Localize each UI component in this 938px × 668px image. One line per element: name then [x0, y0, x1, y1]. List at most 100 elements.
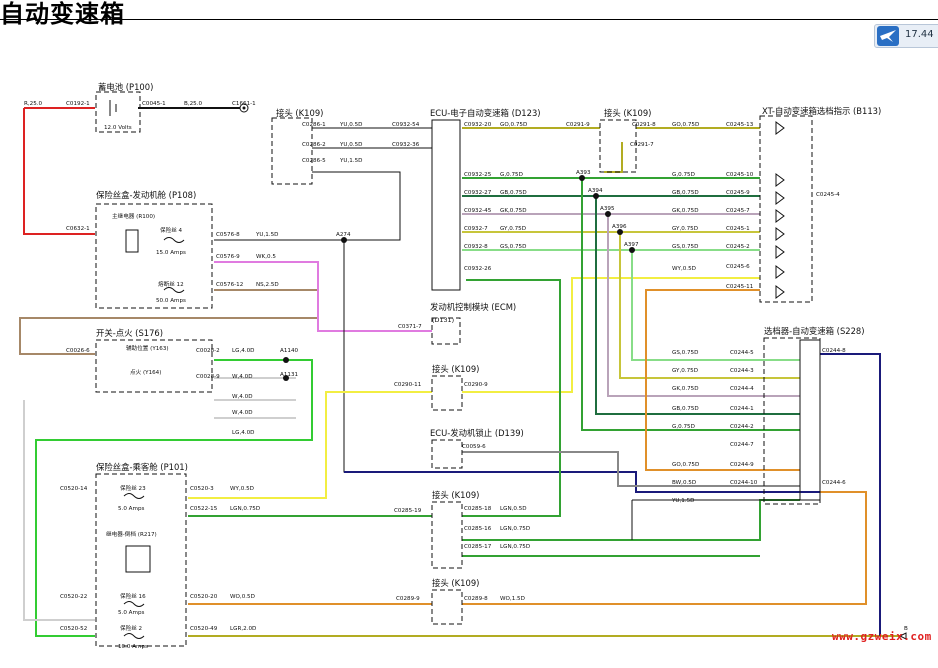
ecu-wire-g: G,0.75D [500, 172, 523, 178]
k109-top-pin3: C0286-5 [302, 158, 326, 164]
cabin-pin-c: C0522-15 [190, 506, 218, 512]
watermark: www.gzweix.com [832, 630, 932, 643]
wire-gs-down [631, 250, 800, 361]
node-a397: A397 [624, 242, 639, 248]
ind-pin-13: C0245-13 [726, 122, 754, 128]
fusebox-cabin-box [95, 473, 187, 647]
junction-dot [341, 237, 347, 243]
ecu-pin-36: C0932-36 [392, 142, 420, 148]
k109-top-wire1: YU,0.5D [339, 122, 363, 128]
reverse-relay-label: 继电器-倒档 (R217) [106, 530, 157, 538]
ignition-pin-out2: C0028-9 [196, 374, 220, 380]
ignition-title: 开关-点火 (S176) [96, 328, 163, 338]
sel-pin-7: C0244-7 [730, 442, 754, 448]
fusebox-pin-out1: C0576-8 [216, 232, 240, 238]
sel-pin-2: C0244-2 [730, 424, 754, 430]
k109-top-pin2: C0286-2 [302, 142, 326, 148]
junction-dot [283, 375, 289, 381]
ignition-wire3: W,4.0D [232, 394, 253, 400]
node-a274: A274 [336, 232, 351, 238]
arrow-icon [898, 632, 907, 640]
k109-mid-wire: GO,0.75D [672, 122, 699, 128]
immob-pin: C0059-6 [462, 444, 486, 450]
sel-wire-bw: BW,0.5D [672, 480, 696, 486]
ind-pin-9: C0245-9 [726, 190, 750, 196]
node-a395: A395 [600, 206, 615, 212]
ind-pin-2: C0245-2 [726, 244, 750, 250]
ind-wire-gy: GY,0.75D [672, 226, 698, 232]
ecm-pin: C0371-7 [398, 324, 422, 330]
wire-gk-down [607, 214, 800, 397]
fusebox-wire2: WK,0.5 [256, 254, 276, 260]
junction-dot [593, 193, 599, 199]
ind-pin-7: C0245-7 [726, 208, 750, 214]
k109-top-box [271, 117, 313, 185]
k109-top-wire2: YU,0.5D [339, 142, 363, 148]
wire-bright-green [35, 359, 313, 637]
fuse16-icon [123, 601, 145, 607]
k109-ecm-title: 接头 (K109) [432, 364, 479, 374]
k109-mid-box [599, 119, 637, 173]
fuse2-label: 保险丝 2 [120, 624, 142, 632]
k109-lower-title: 接头 (K109) [432, 490, 479, 500]
ignition-wire5: LG,4.0D [232, 430, 254, 436]
wire-yellow [188, 391, 432, 499]
k109-lower-pin1: C0285-18 [464, 506, 492, 512]
ground-icon [239, 103, 249, 113]
k109-bottom-pin-out: C0289-8 [464, 596, 488, 602]
k109-lower-pin-in: C0285-19 [394, 508, 422, 514]
k109-lower-wire3: LGN,0.75D [500, 544, 530, 550]
ground-dot [242, 106, 246, 110]
k109-lower-pin3: C0285-17 [464, 544, 492, 550]
fuse4-amps: 15.0 Amps [156, 250, 186, 256]
ind-pin-11: C0245-11 [726, 284, 754, 290]
wire-selector-blue [820, 353, 881, 636]
selector-box [799, 339, 821, 501]
k109-ecm-box [431, 375, 463, 411]
ecu-pin-20: C0932-20 [464, 122, 492, 128]
wire-brown [19, 289, 319, 355]
cabin-pin-f: C0520-52 [60, 626, 87, 632]
fusebox-engine-title: 保险丝盒-发动机舱 (P108) [96, 190, 196, 200]
sel-pin-4: C0244-4 [730, 386, 754, 392]
junction-dot [605, 211, 611, 217]
fusebox-cabin-title: 保险丝盒-乘客舱 (P101) [96, 462, 188, 472]
ind-wire-gb: GB,0.75D [672, 190, 699, 196]
sel-pin-10: C0244-10 [730, 480, 758, 486]
ecu-wire-gk: GK,0.75D [500, 208, 527, 214]
fuse12-amps: 50.0 Amps [156, 298, 186, 304]
ignition-box [95, 339, 213, 393]
node-a393: A393 [576, 170, 591, 176]
ecu-wire-gb: GB,0.75D [500, 190, 527, 196]
reader-badge[interactable]: 17.44 [874, 24, 938, 48]
k109-bottom-pin-in: C0289-9 [396, 596, 420, 602]
terminal-b: B [904, 626, 908, 632]
wire-olive-go [462, 127, 760, 173]
cabin-pin-d: C0520-22 [60, 594, 87, 600]
ind-wire-g: G,0.75D [672, 172, 695, 178]
wire-dark-blue [344, 471, 820, 493]
fusebox-pin-in: C0632-1 [66, 226, 90, 232]
node-a1140: A1140 [280, 348, 299, 354]
badge-time: 17.44 [905, 29, 934, 40]
k109-top-pin1: C0286-1 [302, 122, 326, 128]
sel-wire-yu: YU,1.5D [671, 498, 695, 504]
k109-bottom-wire: WO,1.5D [500, 596, 525, 602]
junction-dot [629, 247, 635, 253]
sel-pin-8: C0244-8 [822, 348, 846, 354]
wire-yellow-2 [462, 277, 760, 393]
battery-wire-right: B,25.0 [184, 101, 203, 107]
battery-wire-left: R,25.0 [24, 101, 43, 107]
k109-top-wire3: YU,1.5D [339, 158, 363, 164]
node-a396: A396 [612, 224, 627, 230]
k109-top-title: 接头 (K109) [276, 108, 323, 118]
immob-box [431, 439, 463, 469]
k109-lower-pin2: C0285-16 [464, 526, 492, 532]
sel-wire-gy: GY,0.75D [672, 368, 698, 374]
cabin-wire-g: LGR,2.0D [230, 626, 256, 632]
fuse4-label: 保险丝 4 [160, 226, 183, 234]
k109-mid-pin1: C0291-9 [566, 122, 590, 128]
sel-wire-go: GO,0.75D [672, 462, 699, 468]
relay-label: 主继电器 (R100) [112, 212, 155, 220]
cabin-pin-a: C0520-14 [60, 486, 88, 492]
